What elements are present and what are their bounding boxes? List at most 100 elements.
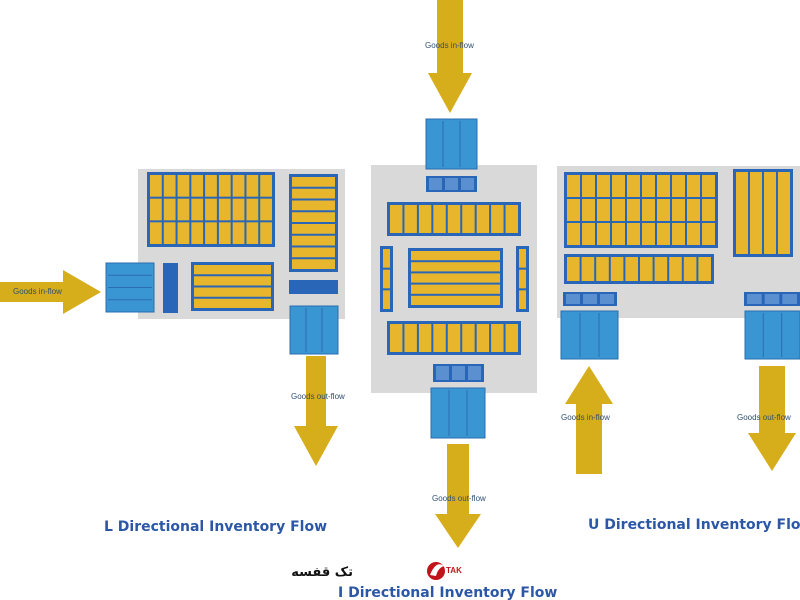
u-rack-main-cell	[612, 223, 625, 245]
l-rack-main-cell	[163, 175, 176, 197]
u-rack-lower-cell	[567, 257, 580, 281]
l-rack-right-cell	[292, 224, 335, 234]
l-rack-main-cell	[177, 198, 190, 221]
i-rack-bottom-cell	[418, 324, 432, 352]
u-rack-lower-cell	[683, 257, 697, 281]
i-rack-top-cell	[404, 205, 417, 233]
u-flow-title: U Directional Inventory Flow	[588, 517, 800, 533]
u-rack-main-cell	[642, 199, 655, 221]
flow-arrows	[0, 0, 796, 548]
u-staging-left-slot	[566, 294, 580, 304]
u-in-arrow-icon	[565, 366, 613, 474]
l-rack-main-cell	[191, 175, 204, 197]
l-rack-main-cell	[177, 222, 190, 244]
i-rack-left-cell	[383, 290, 390, 309]
u-rack-lower-cell	[698, 257, 711, 281]
i-dock-in	[425, 118, 478, 170]
l-rack-main-cell	[191, 222, 204, 244]
l-rack-main-cell	[260, 198, 272, 221]
u-staging-right-slot	[782, 294, 797, 304]
u-rack-main-cell	[567, 175, 580, 197]
u-rack-main-cell	[567, 223, 580, 245]
i-flow-title: I Directional Inventory Flow	[338, 585, 557, 600]
u-goods-in-label: Goods in-flow	[561, 413, 610, 422]
u-rack-lower-cell	[669, 257, 682, 281]
tak-logo: TAK تک قفسه	[291, 562, 462, 580]
i-dock-out	[430, 387, 486, 439]
l-rack-main-cell	[218, 222, 231, 244]
u-dock-in	[560, 310, 619, 360]
u-rack-lower-cell	[596, 257, 609, 281]
u-rack-main-cell	[687, 199, 700, 221]
u-rack-main-cell	[657, 175, 670, 197]
l-rack-main-cell	[232, 198, 245, 221]
l-rack-main-cell	[260, 175, 272, 197]
i-rack-top-cell	[418, 205, 432, 233]
l-rack-main-cell	[232, 222, 245, 244]
l-rack-small	[163, 263, 178, 313]
logo-swoosh-inner-icon	[430, 564, 444, 576]
l-rack-right-cell	[292, 259, 335, 269]
l-dock-out	[289, 305, 339, 355]
i-rack-center-cell	[411, 284, 500, 294]
i-goods-in-label: Goods in-flow	[425, 41, 474, 50]
i-rack-bottom-cell	[447, 324, 461, 352]
u-out-arrow-icon	[748, 366, 796, 471]
rack-blocks	[147, 169, 800, 382]
u-rack-main-cell	[612, 175, 625, 197]
l-rack-right-cell	[292, 200, 335, 211]
u-rack-main-cell	[597, 223, 610, 245]
i-goods-out-label: Goods out-flow	[432, 494, 486, 503]
u-rack-lower-cell	[640, 257, 653, 281]
i-staging-top-slot	[429, 178, 442, 190]
i-rack-bottom-cell	[505, 324, 518, 352]
logo-text: تک قفسه	[291, 565, 353, 580]
i-rack-top-cell	[390, 205, 403, 233]
u-rack-lower-cell	[581, 257, 595, 281]
i-rack-right-cell	[519, 249, 526, 268]
i-rack-center-cell	[411, 273, 500, 283]
i-rack-bottom-cell	[404, 324, 417, 352]
l-rack-center-cell	[194, 298, 271, 308]
i-staging-bottom-slot	[436, 366, 449, 380]
u-goods-out-label: Goods out-flow	[737, 413, 791, 422]
l-rack-main-cell	[177, 175, 190, 197]
i-rack-top-cell	[476, 205, 490, 233]
i-rack-left-cell	[383, 249, 390, 268]
u-rack-main-cell	[672, 199, 685, 221]
l-rack-right-cell	[292, 247, 335, 258]
u-staging-left-slot	[583, 294, 597, 304]
i-rack-bottom-cell	[433, 324, 446, 352]
u-rack-main-cell	[582, 199, 595, 221]
u-rack-main-cell	[597, 175, 610, 197]
u-rack-main-cell	[687, 175, 700, 197]
l-flow-title: L Directional Inventory Flow	[104, 519, 327, 535]
i-rack-center-cell	[411, 262, 500, 272]
u-rack-lower-cell	[625, 257, 638, 281]
u-staging-right-slot	[747, 294, 762, 304]
i-rack-top-cell	[505, 205, 518, 233]
i-in-arrow-icon	[428, 0, 472, 113]
u-rack-lower-cell	[654, 257, 668, 281]
u-rack-main-cell	[627, 223, 640, 245]
i-rack-bottom-cell	[476, 324, 490, 352]
u-rack-right-cell	[764, 172, 776, 254]
u-rack-right-cell	[736, 172, 748, 254]
u-dock-out	[744, 310, 800, 360]
i-out-arrow-icon	[435, 444, 481, 548]
u-rack-main-cell	[597, 199, 610, 221]
l-rack-main-cell	[260, 222, 272, 244]
u-rack-main-cell	[672, 223, 685, 245]
i-rack-top-cell	[491, 205, 504, 233]
u-staging-left-slot	[600, 294, 614, 304]
u-rack-main-cell	[657, 223, 670, 245]
l-rack-main-cell	[150, 222, 162, 244]
l-rack-main-cell	[163, 198, 176, 221]
u-staging-right-slot	[764, 294, 780, 304]
i-rack-bottom-cell	[462, 324, 475, 352]
l-rack-main-cell	[191, 198, 204, 221]
l-goods-in-label: Goods in-flow	[13, 287, 62, 296]
i-rack-right-cell	[519, 290, 526, 309]
l-staging	[289, 280, 338, 294]
i-rack-top-cell	[447, 205, 461, 233]
